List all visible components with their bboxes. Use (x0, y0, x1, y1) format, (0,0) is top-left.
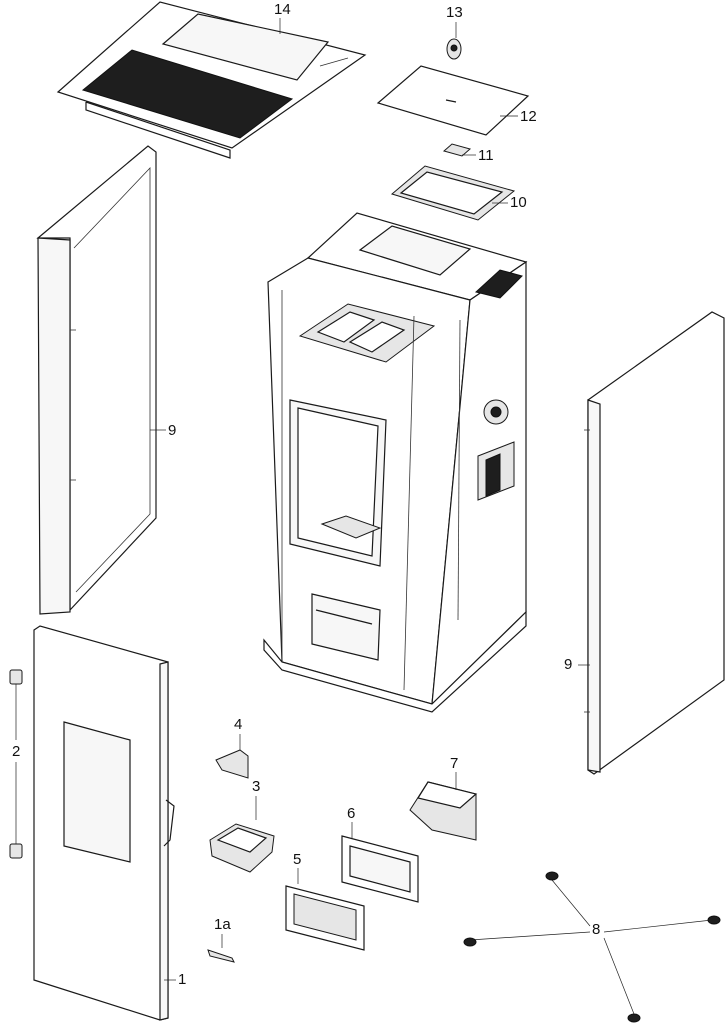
part-11-small-plate (442, 143, 472, 157)
part-7-deflector (409, 772, 478, 841)
callout-11: 11 (478, 147, 494, 164)
callout-4: 4 (234, 716, 243, 733)
part-9-right-side-panel (584, 311, 725, 775)
leader-lines (150, 18, 590, 981)
part-14-top-cover (56, 1, 367, 159)
part-12-cover-plate (376, 65, 530, 136)
part-1-front-door (33, 625, 175, 1021)
part-1a-clip (207, 934, 235, 963)
part-4-bracket (215, 734, 249, 779)
callout-7: 7 (450, 755, 459, 772)
callout-2: 2 (12, 743, 21, 760)
callout-5: 5 (293, 851, 302, 868)
callout-3: 3 (252, 778, 261, 795)
part-10-gasket-frame (390, 165, 516, 221)
callout-9-right: 9 (564, 656, 573, 673)
stove-body (263, 212, 528, 713)
part-13-knob (446, 38, 462, 60)
part-8-feet (463, 871, 721, 1023)
callout-8: 8 (592, 921, 601, 938)
part-3-basket (209, 796, 275, 873)
part-5-inspection-plate (285, 868, 365, 951)
callout-1: 1 (178, 971, 187, 988)
callout-14: 14 (274, 1, 291, 18)
part-9-left-side-panel (36, 145, 157, 615)
callout-9-left: 9 (168, 422, 177, 439)
callout-10: 10 (510, 194, 527, 211)
callout-12: 12 (520, 108, 537, 125)
part-2-hinges (9, 669, 23, 859)
callout-6: 6 (347, 805, 356, 822)
callout-1a: 1a (214, 916, 231, 933)
part-6-gasket-plate (341, 822, 419, 903)
callout-13: 13 (446, 4, 463, 21)
